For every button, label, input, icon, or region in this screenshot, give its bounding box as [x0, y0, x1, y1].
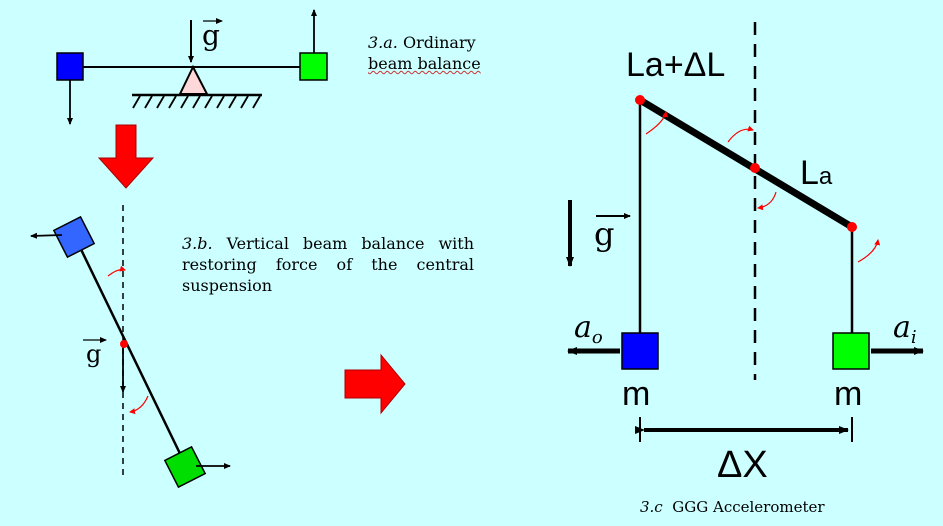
pivot-dot-b	[120, 340, 128, 348]
red-right-arrow	[344, 353, 406, 415]
g-label-c: g	[594, 215, 615, 253]
la-label-main: L	[800, 154, 819, 192]
caption-3b-number: 3.b.	[182, 234, 213, 253]
g-label-a: g	[202, 19, 220, 52]
angle-arc-right-c	[857, 239, 881, 263]
blue-mass-c	[621, 332, 659, 370]
caption-3b: 3.b. Vertical beam balance with restorin…	[182, 233, 474, 296]
ground-hatch	[132, 93, 262, 109]
caption-3c: 3.c GGG Accelerometer	[640, 497, 860, 518]
pivot-fulcrum	[178, 64, 209, 95]
beam-pivot-dot	[750, 163, 760, 173]
ordinary-beam-balance	[56, 9, 328, 125]
angle-arc-top-c	[727, 125, 754, 143]
la-label-sub: a	[818, 163, 833, 190]
blue-mass-b	[52, 215, 96, 259]
red-down-arrow	[97, 124, 155, 189]
ao-label-sub: o	[591, 327, 603, 348]
angle-arc-bottom-b	[129, 395, 149, 415]
caption-3a-line2: beam balance	[368, 54, 481, 73]
angle-arc-bottom-c	[757, 191, 777, 211]
caption-3c-number: 3.c	[640, 498, 663, 516]
angle-arc-left-c	[645, 111, 668, 135]
ai-label-main: a	[893, 310, 911, 345]
angle-arc-top-b	[107, 265, 126, 277]
beam-end-dot-right	[847, 222, 857, 232]
delta-x-label: ΔX	[717, 444, 768, 486]
ggg-accelerometer	[566, 22, 924, 442]
caption-3b-text: Vertical beam balance with restoring for…	[182, 234, 475, 274]
green-mass-a	[299, 52, 328, 81]
caption-3b-text-end: suspension	[182, 276, 273, 295]
ai-label: ai	[893, 313, 917, 353]
la-label: La	[800, 156, 832, 194]
accelerometer-beam	[638, 96, 854, 231]
green-mass-c	[832, 332, 870, 370]
blue-mass-a	[56, 52, 84, 81]
g-label-b: g	[86, 340, 102, 368]
ao-label: ao	[574, 313, 603, 353]
la-plus-delta-l-label: La+ΔL	[626, 46, 726, 84]
green-mass-b	[163, 445, 207, 489]
caption-3c-text: GGG Accelerometer	[672, 498, 825, 516]
mass-label-left: m	[622, 375, 651, 413]
ai-label-sub: i	[910, 327, 917, 348]
ao-label-main: a	[574, 310, 592, 345]
tilted-beam	[73, 236, 188, 467]
caption-3a-number: 3.a.	[368, 33, 398, 52]
mass-label-right: m	[834, 375, 863, 413]
beam-end-dot-left	[635, 95, 645, 105]
vertical-beam-balance	[30, 205, 231, 489]
blue-mass-force-arrow-b	[30, 232, 63, 239]
caption-3a: 3.a. Ordinary beam balance	[368, 32, 508, 74]
caption-3a-line1: Ordinary	[402, 33, 476, 52]
